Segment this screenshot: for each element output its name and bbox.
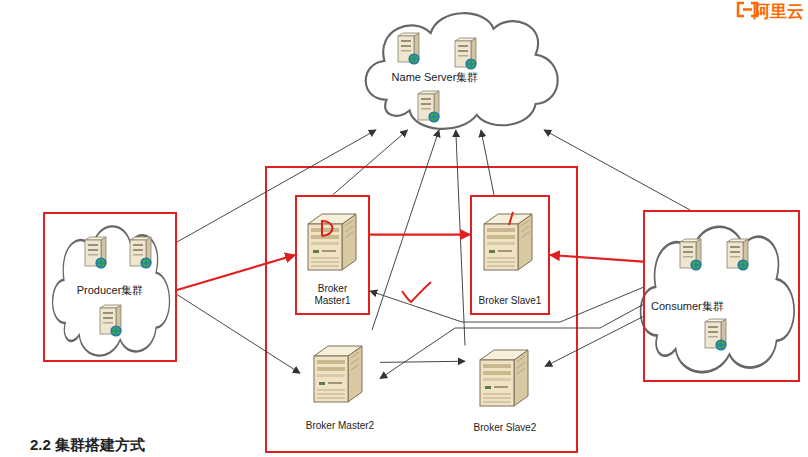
broker-box: Broker Master1 <box>295 195 370 315</box>
server-icon <box>455 38 476 69</box>
node-label: Broker Slave1 <box>475 295 545 307</box>
brand-logo-text: 阿里云 <box>753 0 804 23</box>
server-icon <box>100 305 121 336</box>
broker-server-icon <box>308 214 356 270</box>
handwritten-check <box>402 282 431 302</box>
node-label: Name Server集群 <box>355 71 515 84</box>
broker-server-icon <box>480 350 528 406</box>
connector-arrow <box>456 130 465 346</box>
node-label: Consumer集群 <box>651 300 794 313</box>
broker-box: Broker Master2 <box>300 330 380 438</box>
broker-box: Broker Slave1 <box>470 195 550 315</box>
connector-arrow <box>370 287 643 322</box>
handwritten-mark <box>321 221 332 236</box>
broker-server-icon <box>484 214 532 270</box>
connector-arrow <box>545 317 643 367</box>
cloud-outline <box>641 227 795 372</box>
node-label: Broker Slave2 <box>468 422 542 434</box>
connector-arrow <box>481 130 494 195</box>
cloud-cluster: Consumer集群 <box>643 210 800 382</box>
connector-arrow <box>370 234 470 236</box>
server-icon <box>130 237 151 268</box>
connector-arrow <box>177 130 376 242</box>
connector-arrow <box>372 130 439 330</box>
connector-arrow <box>177 255 295 290</box>
node-label: Broker Master1 <box>300 283 365 307</box>
server-icon <box>398 33 419 64</box>
connector-arrow <box>177 295 300 374</box>
server-icon <box>727 239 748 270</box>
section-heading: 2.2 集群搭建方式 <box>30 436 145 455</box>
server-icon <box>85 237 106 268</box>
handwritten-mark <box>509 212 513 225</box>
broker-server-icon <box>314 346 362 402</box>
broker-box: Broker Slave2 <box>465 335 545 440</box>
connector-arrow <box>380 305 643 379</box>
connector-arrow <box>380 361 465 362</box>
connector-arrow <box>333 130 408 195</box>
broker-group-frame <box>266 167 577 452</box>
node-label: Producer集群 <box>49 284 171 297</box>
connector-arrow <box>544 130 690 210</box>
node-label: Broker Master2 <box>303 420 377 432</box>
connector-arrow <box>550 255 643 262</box>
cloud-cluster: Producer集群 <box>43 212 177 362</box>
server-icon <box>705 319 726 350</box>
cloud-cluster: Name Server集群 <box>355 5 565 130</box>
server-icon <box>418 91 439 122</box>
server-icon <box>680 239 701 270</box>
